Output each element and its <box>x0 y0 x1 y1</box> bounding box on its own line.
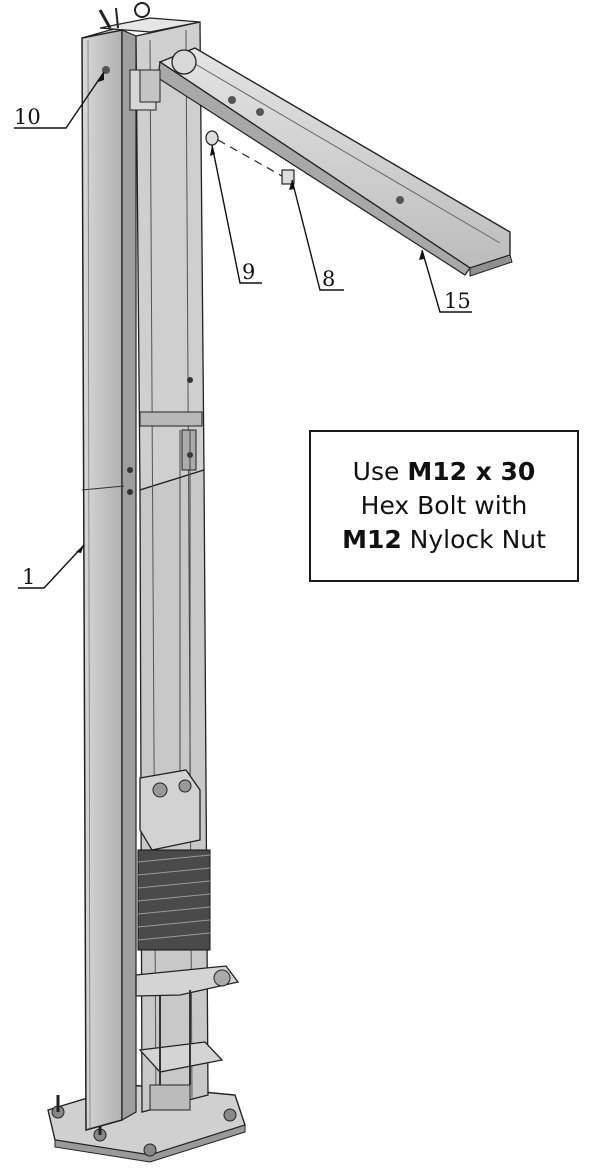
note-line-2: Hex Bolt with <box>360 491 528 520</box>
leader-10 <box>14 71 105 129</box>
spring-bellows <box>137 849 211 951</box>
note-nut-size: M12 <box>342 525 402 554</box>
callout-1: 1 <box>22 565 35 589</box>
leader-9 <box>211 144 262 284</box>
post-column <box>81 21 151 1131</box>
bolt-spec-note: Use M12 x 30 Hex Bolt with M12 Nylock Nu… <box>309 430 579 582</box>
leader-15 <box>421 249 472 313</box>
note-line-3-suffix: Nylock Nut <box>401 525 546 554</box>
callout-15: 15 <box>444 289 471 313</box>
bolt-and-nut <box>205 130 295 185</box>
callout-10: 10 <box>14 105 41 129</box>
leader-1 <box>18 544 85 589</box>
callout-8: 8 <box>322 267 335 291</box>
note-line-1: Use M12 x 30 <box>353 455 536 489</box>
callout-9: 9 <box>242 260 255 284</box>
note-line-3: M12 Nylock Nut <box>342 523 546 557</box>
leader-lines <box>14 71 472 589</box>
note-bolt-size: M12 x 30 <box>407 457 536 486</box>
swing-arm <box>139 47 513 277</box>
leader-8 <box>291 179 344 291</box>
leader-arrowheads <box>76 72 424 553</box>
lock-assembly <box>135 769 240 1111</box>
note-line-1-prefix: Use <box>352 457 408 486</box>
